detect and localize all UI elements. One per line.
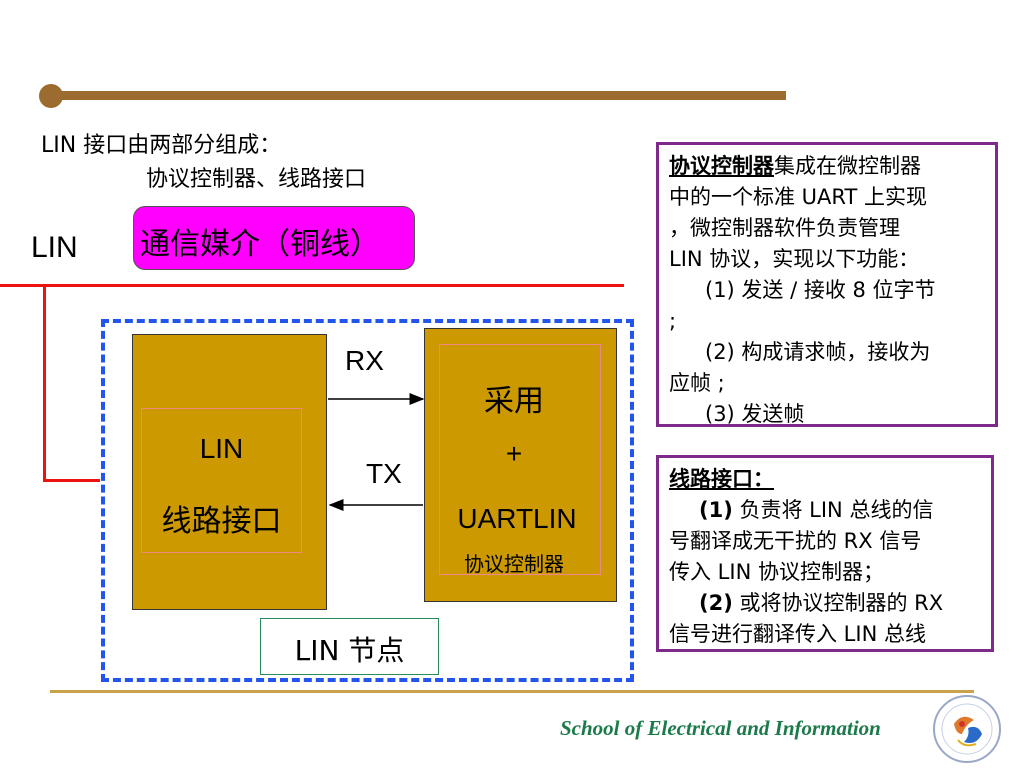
line-info-item1-line-0: (1) 负责将 LIN 总线的信 [669,495,981,526]
line-info-item1-line-1: 号翻译成无干扰的 RX 信号 [669,529,922,553]
lin-bus-line [0,284,624,287]
footer-divider [50,690,974,693]
protocol-info-line-5: ; [669,309,677,333]
tx-label: TX [366,458,402,489]
protocol-block-line-1: 采用 [484,384,544,419]
communication-medium-box: 通信媒介（铜线） [133,206,415,270]
line-interface-title: LIN [199,433,244,464]
rx-label: RX [345,345,384,376]
protocol-info-line-6: (2) 构成请求帧，接收为 [705,340,931,364]
line-info-item2-text: 或将协议控制器的 RX [732,591,944,615]
bus-node-connector [43,479,100,482]
protocol-info-line-2: ，微控制器软件负责管理 [669,216,900,240]
line-info-item2-line-0: (2) 或将协议控制器的 RX [669,588,981,619]
heading-line-1: LIN 接口由两部分组成： [41,133,282,158]
lin-bus-label: LIN [31,231,78,264]
protocol-block-line-2: + [505,438,523,469]
footer-school-name: School of Electrical and Information [560,716,881,740]
line-info-title: 线路接口： [669,467,774,491]
protocol-info-line-0: 协议控制器集成在微控制器 [669,151,985,182]
line-interface-block [132,334,327,610]
line-info-item2-num: (2) [699,591,733,615]
protocol-info-title: 协议控制器 [669,154,774,178]
protocol-info-line-1: 中的一个标准 UART 上实现 [669,185,927,209]
lin-node-boundary [101,319,634,682]
line-interface-subtitle: 线路接口 [161,504,282,539]
protocol-block-line-4: 协议控制器 [464,552,564,576]
line-interface-info-box: 线路接口： (1) 负责将 LIN 总线的信 号翻译成无干扰的 RX 信号 传入… [656,455,994,652]
heading-line-2: 协议控制器、线路接口 [146,167,367,192]
protocol-info-line-8: (3) 发送帧 [705,402,805,426]
bus-drop-line [43,284,46,482]
protocol-controller-inner-frame [439,344,601,575]
protocol-info-line-7: 应帧 ; [669,371,725,395]
protocol-info-line-3: LIN 协议，实现以下功能： [669,247,920,271]
protocol-info-text: 集成在微控制器 [774,154,921,178]
protocol-block-line-3: UARTLIN [457,503,577,534]
title-underline-bar [56,91,786,100]
protocol-controller-block [424,328,617,602]
line-interface-inner-frame [141,408,302,553]
line-info-item1-num: (1) [699,498,733,522]
school-logo-icon [933,695,1001,763]
protocol-info-line-4: (1) 发送 / 接收 8 位字节 [705,278,936,302]
line-info-item2-line-1: 信号进行翻译传入 LIN 总线 [669,622,926,646]
protocol-controller-info-box: 协议控制器集成在微控制器 中的一个标准 UART 上实现 ，微控制器软件负责管理… [656,142,998,427]
line-info-item1-text: 负责将 LIN 总线的信 [732,498,934,522]
line-info-item1-line-2: 传入 LIN 协议控制器； [669,560,884,584]
lin-node-label: LIN 节点 [260,618,439,675]
